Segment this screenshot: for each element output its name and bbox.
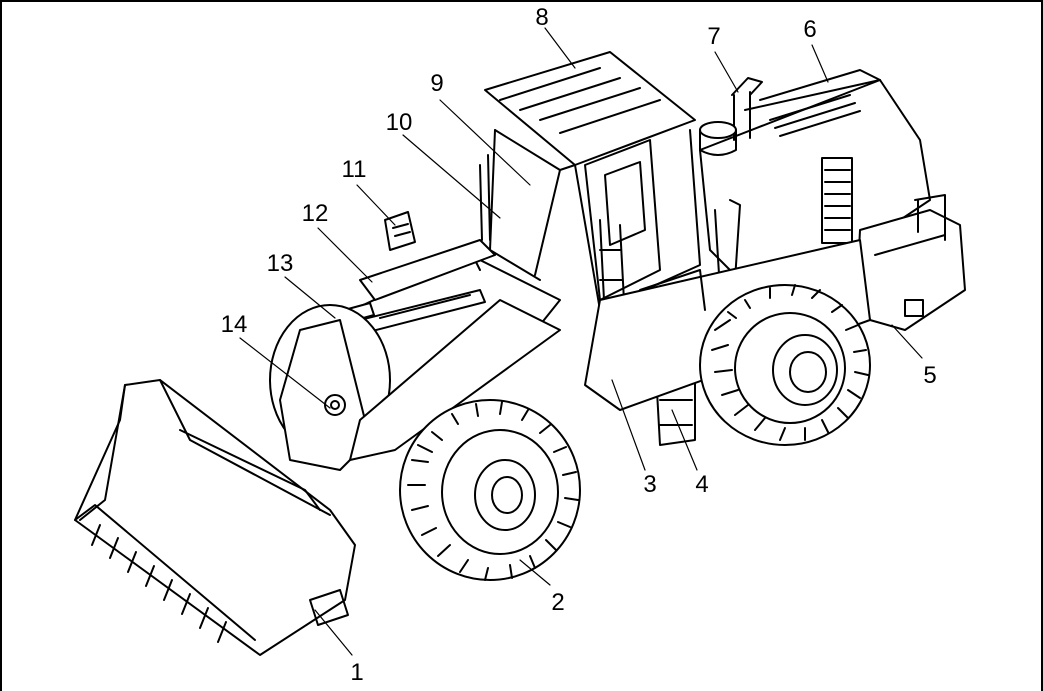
leader-line-14	[239, 337, 331, 409]
callout-14: 14	[220, 311, 248, 338]
leader-line-7	[714, 51, 739, 93]
callout-12: 12	[301, 200, 329, 227]
callout-13: 13	[266, 250, 294, 277]
leader-line-11	[356, 184, 396, 226]
leader-line-2	[519, 559, 551, 586]
callout-10: 10	[385, 109, 413, 136]
callout-8: 8	[535, 4, 549, 31]
leader-line-6	[811, 44, 829, 83]
callout-3: 3	[643, 471, 657, 498]
leader-line-4	[671, 409, 698, 471]
leader-line-10	[402, 134, 501, 219]
callout-4: 4	[695, 471, 709, 498]
bucket	[74, 379, 356, 656]
cab	[479, 51, 701, 311]
callout-7: 7	[707, 23, 721, 50]
rear-wheel	[699, 284, 871, 446]
callout-1: 1	[350, 659, 364, 686]
leader-lines	[239, 27, 923, 656]
lift-arm	[279, 299, 561, 471]
callout-11: 11	[341, 156, 367, 183]
front-light	[384, 211, 416, 251]
callout-2: 2	[551, 589, 565, 616]
callout-9: 9	[430, 70, 444, 97]
bucket-teeth	[91, 524, 227, 643]
front-wheel	[399, 399, 581, 581]
air-intake	[699, 121, 737, 156]
callout-6: 6	[803, 16, 817, 43]
leader-line-3	[611, 379, 646, 471]
callout-5: 5	[923, 362, 937, 389]
leader-line-12	[317, 227, 373, 283]
leader-line-13	[284, 276, 336, 319]
leader-line-9	[439, 99, 531, 186]
leader-line-8	[544, 27, 576, 69]
leader-line-5	[891, 324, 923, 359]
leader-line-1	[314, 609, 353, 656]
